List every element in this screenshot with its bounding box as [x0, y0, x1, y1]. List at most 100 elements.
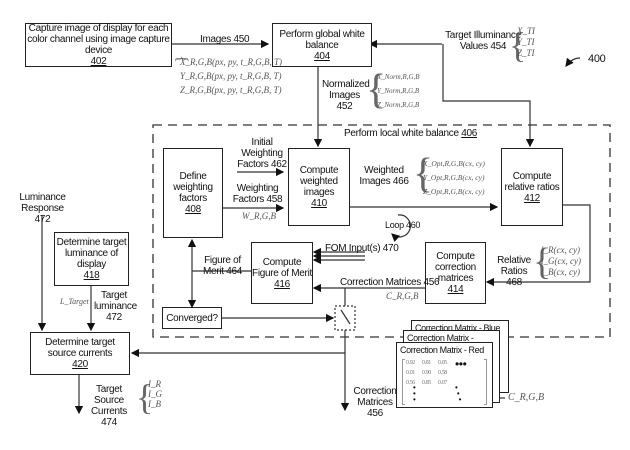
matrix-right-bracket: [484, 359, 487, 405]
brace-normalized: {: [366, 67, 387, 113]
math-y-ti: Y_TI: [517, 37, 535, 47]
math-i-g: I_G: [148, 389, 162, 399]
matrix-cell: 0.92: [406, 360, 415, 366]
label-luminance-response: Luminance Response 472: [19, 192, 66, 225]
loop-icon: [391, 214, 412, 242]
global-white-balance-box: Perform global white balance 404: [272, 23, 372, 67]
box-ref: 402: [90, 56, 107, 67]
brace-weighted: {: [413, 151, 434, 197]
label-relative-ratios: Relative Ratios 468: [497, 255, 531, 288]
math-x-ti: X_TI: [517, 26, 535, 36]
math-images-z: Z_R,G,B(px, py, t_R,G,B, T): [180, 85, 282, 95]
compute-ratios-box: Compute relative ratios 412: [501, 148, 563, 226]
math-correction-stack: C_R,G,B: [508, 392, 545, 403]
math-z-opt: Z_Opt,R,G,B(cx, cy): [423, 187, 485, 196]
matrix-hdots-icon: •••: [455, 357, 467, 371]
label-initial-weighting: Initial Weighting Factors 462: [237, 137, 287, 170]
brace-ratios: {: [533, 241, 552, 283]
math-y-opt: Y_Opt,R,G,B(cx, cy): [423, 173, 485, 182]
label-correction-matrices: Correction Matrices 456: [340, 277, 440, 288]
math-i-r: I_R: [148, 379, 161, 389]
math-i-b: I_B: [148, 399, 161, 409]
region-title-text: Perform local white balance: [344, 128, 459, 139]
label-fom-inputs: FOM Input(s) 470: [325, 243, 399, 254]
box-text: Compute correction matrices: [435, 251, 476, 284]
label-target-luminance: Target luminance 472: [94, 290, 137, 323]
math-z-norm: Z_Norm,R,G,B: [377, 101, 420, 109]
math-l-target: L_Target: [60, 297, 89, 306]
box-ref: 418: [83, 270, 100, 281]
label-figure-of-merit: Figure of Merit 464: [203, 255, 242, 277]
math-images-x: X_R,G,B(px, py, t_R,G,B, T): [180, 57, 282, 67]
matrix-ddots-icon: • • •: [455, 383, 462, 404]
matrix-left-bracket: [402, 359, 405, 405]
local-wb-title: Perform local white balance 406: [344, 128, 477, 139]
math-normalized: X_Norm,R,G,B Y_Norm,R,G,B Z_Norm,R,G,B: [377, 70, 420, 112]
label-weighting-factors: Weighting Factors 458: [232, 183, 283, 205]
define-weighting-box: Define weighting factors 408: [163, 148, 223, 238]
box-text: Converged?: [166, 312, 218, 324]
label-target-illuminance: Target Illuminance Values 454: [445, 30, 521, 52]
label-weighted-images: Weighted Images 466: [359, 165, 409, 187]
matrix-cell: 0.07: [438, 380, 447, 386]
label-target-source-currents: Target Source Currents 474: [91, 384, 127, 428]
box-text: Perform global white balance: [279, 28, 365, 51]
math-x-norm: X_Norm,R,G,B: [377, 73, 420, 81]
matrix-cell: 0.81: [422, 360, 431, 366]
matrix-cell: 0.85: [422, 380, 431, 386]
box-text: Define weighting factors: [173, 171, 213, 204]
brace-currents: {: [136, 377, 154, 417]
box-ref: 412: [524, 192, 540, 204]
correction-matrix-red: Correction Matrix - Red 0.92 0.81 0.05 0…: [396, 342, 493, 408]
box-text: Compute Figure of Merit: [252, 256, 312, 279]
box-text: Compute weighted images: [299, 165, 339, 198]
arrow-illuminance-to-ratios: [442, 44, 535, 148]
matrix-cell: 0.05: [438, 360, 447, 366]
label-loop: Loop 460: [385, 220, 421, 230]
compute-weighted-box: Compute weighted images 410: [288, 148, 350, 226]
matrix-title: Correction Matrix - Red: [400, 345, 484, 355]
brace-illuminance: {: [509, 25, 527, 65]
math-z-ti: Z_TI: [517, 48, 535, 58]
math-l-r: l_R(cx, cy): [541, 245, 580, 255]
matrix-cell: 0.56: [406, 380, 415, 386]
label-normalized-images: Normalized Images 452: [322, 79, 370, 112]
figure-pointer-arrow: [565, 57, 581, 67]
box-ref: 420: [72, 359, 88, 370]
box-ref: 414: [447, 284, 464, 295]
math-correction: C_R,G,B: [386, 291, 419, 301]
matrix-cell: 0.90: [422, 370, 431, 376]
box-ref: 408: [185, 204, 201, 215]
capture-image-box: Capture image of display for each color …: [25, 23, 172, 67]
label-correction-matrices-out: Correction Matrices 456: [353, 386, 397, 419]
compute-correction-box: Compute correction matrices 414: [425, 242, 486, 304]
target-currents-box: Determine target source currents 420: [30, 332, 130, 375]
box-text: Determine target source currents: [45, 337, 115, 359]
label-images: Images 450: [200, 34, 250, 45]
region-title-ref: 406: [461, 128, 478, 139]
math-ratios: l_R(cx, cy) l_G(cx, cy) l_B(cx, cy): [541, 245, 581, 278]
local-white-balance-region: [152, 124, 611, 338]
converged-decision-box: Converged?: [162, 307, 222, 329]
math-images-y: Y_R,G,B(px, py, t_R,G,B, T): [180, 71, 282, 81]
box-ref: 416: [274, 278, 290, 290]
math-illuminance: X_TI Y_TI Z_TI: [517, 26, 535, 59]
compute-fom-box: Compute Figure of Merit 416: [251, 242, 313, 304]
math-currents: I_R I_G I_B: [148, 379, 162, 409]
switch-icon: [334, 305, 356, 331]
matrix-title: Correction Matrix - Blue: [415, 323, 500, 333]
math-x-opt: X_Opt,R,G,B(cx, cy): [423, 159, 485, 168]
target-luminance-box: Determine target luminance of display 41…: [54, 232, 129, 286]
math-weighted: X_Opt,R,G,B(cx, cy) Y_Opt,R,G,B(cx, cy) …: [423, 157, 485, 199]
figure-number: 400: [588, 53, 606, 65]
matrix-cell: 0.58: [438, 370, 447, 376]
matrix-vdots-icon: •••: [413, 383, 416, 404]
box-text: Determine target luminance of display: [56, 237, 127, 270]
box-text: Compute relative ratios: [504, 170, 560, 193]
math-y-norm: Y_Norm,R,G,B: [377, 87, 420, 95]
box-ref: 404: [314, 50, 330, 62]
matrix-cell: 0.01: [406, 370, 415, 376]
math-weighting: W_R,G,B: [242, 211, 276, 221]
arrow-relative-ratios: [485, 204, 591, 287]
